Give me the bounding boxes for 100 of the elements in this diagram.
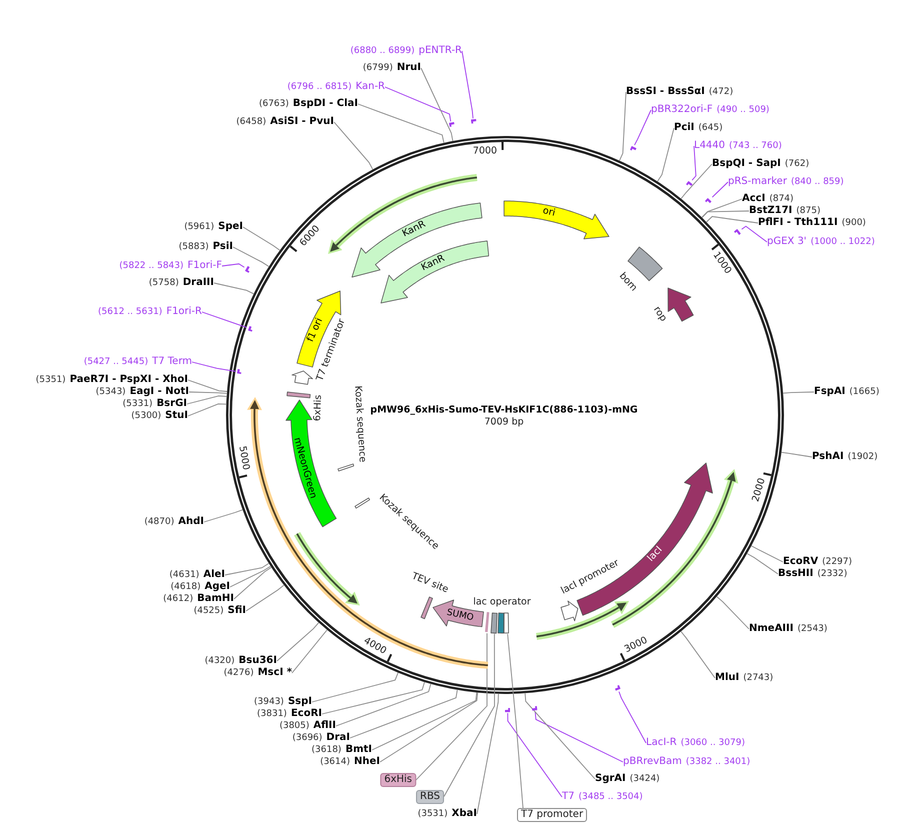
primer-name: L4440 (694, 140, 726, 151)
cut-position: (5883) (178, 242, 209, 253)
leader-line (234, 566, 272, 600)
enzyme-name: MluI (715, 672, 740, 683)
feature-label: KanR (400, 218, 428, 240)
enzyme-name: PflFI - Tth111I (758, 217, 838, 228)
leader-line (534, 711, 624, 762)
enzyme-name: BstZ17I (749, 205, 792, 216)
leader-line (462, 50, 474, 119)
cut-position: (4618) (170, 582, 201, 593)
leader-line (322, 682, 425, 714)
enzyme-name: PshAI (812, 451, 844, 462)
cut-position: (6458) (236, 117, 266, 128)
cut-position: (762) (784, 159, 810, 170)
leader-line (222, 263, 245, 268)
leader-line (420, 68, 454, 142)
cut-position: (4320) (204, 656, 235, 667)
tick-label: 5000 (236, 445, 251, 472)
cut-position: (2332) (817, 569, 848, 580)
cut-position: (874) (769, 194, 794, 205)
leader-line (246, 584, 284, 612)
primer-name: Kan-R (356, 81, 385, 92)
primer-name: F1ori-F (188, 260, 222, 271)
enzyme-name: BamHI (197, 593, 234, 604)
leader-line (192, 362, 236, 372)
enzyme-name: SspI (288, 696, 312, 707)
primer-range: (3060 .. 3079) (680, 738, 745, 749)
enzyme-name: NruI (396, 62, 421, 73)
enzyme-name: SgrAI (595, 773, 626, 784)
leader-line (702, 210, 750, 218)
cut-position: (6763) (258, 99, 289, 110)
enzyme-name: FspAI (814, 386, 846, 397)
primer-range: (3485 .. 3504) (578, 792, 643, 803)
leader-line (750, 545, 784, 562)
leader-line (524, 692, 596, 780)
primer-name: T7 Term (152, 356, 192, 367)
primer-range: (3382 .. 3401) (686, 757, 750, 768)
cut-position: (3805) (279, 721, 310, 732)
tick-label: 4000 (362, 635, 389, 657)
leader-line (712, 182, 728, 198)
leader-line (706, 216, 758, 224)
enzyme-name: StuI (165, 410, 188, 421)
enzyme-name: AhdI (178, 516, 204, 527)
primer-range: (743 .. 760) (729, 141, 782, 152)
tick-label: 7000 (472, 145, 498, 157)
leader-line (657, 128, 674, 182)
enzyme-name: EagI - NotI (130, 386, 189, 397)
leader-line (781, 452, 812, 458)
leader-line (444, 633, 495, 797)
leader-line (336, 683, 432, 726)
leader-line (507, 712, 562, 798)
enzyme-name: BsrGI (156, 398, 187, 409)
cut-position: (5351) (36, 375, 66, 386)
cut-position: (3831) (257, 709, 287, 720)
primer-name: F1ori-R (166, 306, 202, 317)
cut-position: (2743) (743, 673, 774, 684)
enzyme-name: SfiI (228, 605, 246, 616)
enzyme-name: AflII (313, 720, 336, 731)
primer-range: (5612 .. 5631) (98, 307, 162, 318)
plasmid-name: pMW96_6xHis-Sumo-TEV-HsKIF1C(886-1103)-mNG (370, 404, 638, 416)
leader-line (202, 312, 247, 328)
cut-position: (3424) (630, 774, 660, 785)
cut-position: (472) (708, 87, 734, 98)
leader-line (312, 672, 399, 702)
enzyme-name: AccI (742, 193, 766, 204)
primer-range: (1000 .. 1022) (810, 237, 875, 248)
cut-position: (4631) (169, 570, 200, 581)
primer-range: (6880 .. 6899) (350, 46, 415, 57)
cut-position: (900) (842, 218, 866, 229)
primer-name: pGEX 3' (767, 236, 807, 247)
leader-line (680, 631, 716, 678)
primer-name: LacI-R (646, 737, 677, 748)
cut-position: (5331) (122, 399, 153, 410)
leader-line (507, 634, 524, 808)
leader-line (618, 691, 646, 744)
enzyme-name: Bsu36I (238, 655, 277, 666)
primer-name: pENTR-R (418, 45, 462, 56)
feature-label: TEV site (410, 570, 450, 596)
leader-line (232, 246, 270, 267)
leader-line (358, 104, 444, 144)
leader-line (416, 632, 488, 780)
enzyme-name: NmeAIII (749, 623, 794, 634)
enzyme-name: PsiI (212, 241, 233, 252)
leader-line (188, 392, 228, 394)
cut-position: (5343) (96, 387, 126, 398)
feature-label: lac operator (473, 596, 531, 608)
primer-range: (5427 .. 5445) (84, 357, 148, 368)
cut-position: (3943) (254, 697, 284, 708)
feature-label: 6xHis (312, 394, 324, 422)
enzyme-name: BspQI - SapI (712, 158, 781, 169)
feature-tag: T7 promoter (517, 808, 588, 822)
primer-name: pBR322ori-F (651, 104, 713, 115)
leader-line (214, 282, 254, 294)
cut-position: (4870) (144, 517, 174, 528)
leader-line (782, 392, 814, 394)
leader-line (746, 553, 778, 574)
enzyme-name: EcoRI (290, 708, 322, 719)
tick-label: 2000 (750, 477, 768, 504)
tick-label: 3000 (622, 634, 650, 656)
leader-line (634, 110, 652, 146)
